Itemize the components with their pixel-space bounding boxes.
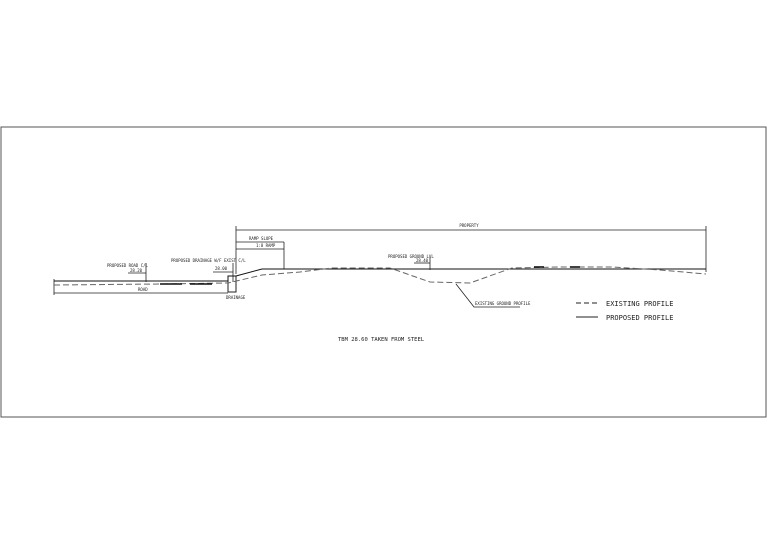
proposed-ground-level-value: 28.40 [416,258,429,263]
drainage-cl-marker [213,263,234,282]
existing-ground-profile-label: EXISTING GROUND PROFILE [475,301,531,306]
road-dash-accents [160,266,580,285]
legend-existing-label: EXISTING PROFILE [606,300,673,308]
proposed-drainage-value: 28.00 [215,266,228,271]
proposed-profile-line [54,268,706,282]
property-label: PROPERTY [459,223,479,228]
legend-proposed-label: PROPOSED PROFILE [606,314,673,322]
ramp-slope-box [236,241,285,269]
drawing-frame [0,126,767,418]
proposed-ground-level-label: PROPOSED GROUND LVL [388,254,434,259]
drainage-structure [227,275,237,293]
drainage-label: DRAINAGE [226,295,246,300]
legend: EXISTING PROFILE PROPOSED PROFILE [576,300,673,322]
road-dimension [53,279,228,295]
ground-level-marker [414,257,431,270]
ramp-slope-value: 1:8 RAMP [256,243,276,248]
road-label: ROAD [138,287,148,292]
proposed-road-cl-value: 28.20 [130,268,143,273]
property-dimension [235,226,707,274]
proposed-road-cl-label: PROPOSED ROAD C/L [107,263,149,268]
existing-ground-leader [455,283,520,308]
road-cl-marker [128,263,147,282]
proposed-drainage-label: PROPOSED DRAINAGE W/F EXIST C/L [171,258,246,263]
ramp-slope-label: RAMP SLOPE [249,236,274,241]
existing-profile-line [53,266,707,286]
tbm-note: TBM 28.60 TAKEN FROM STEEL [338,337,425,343]
